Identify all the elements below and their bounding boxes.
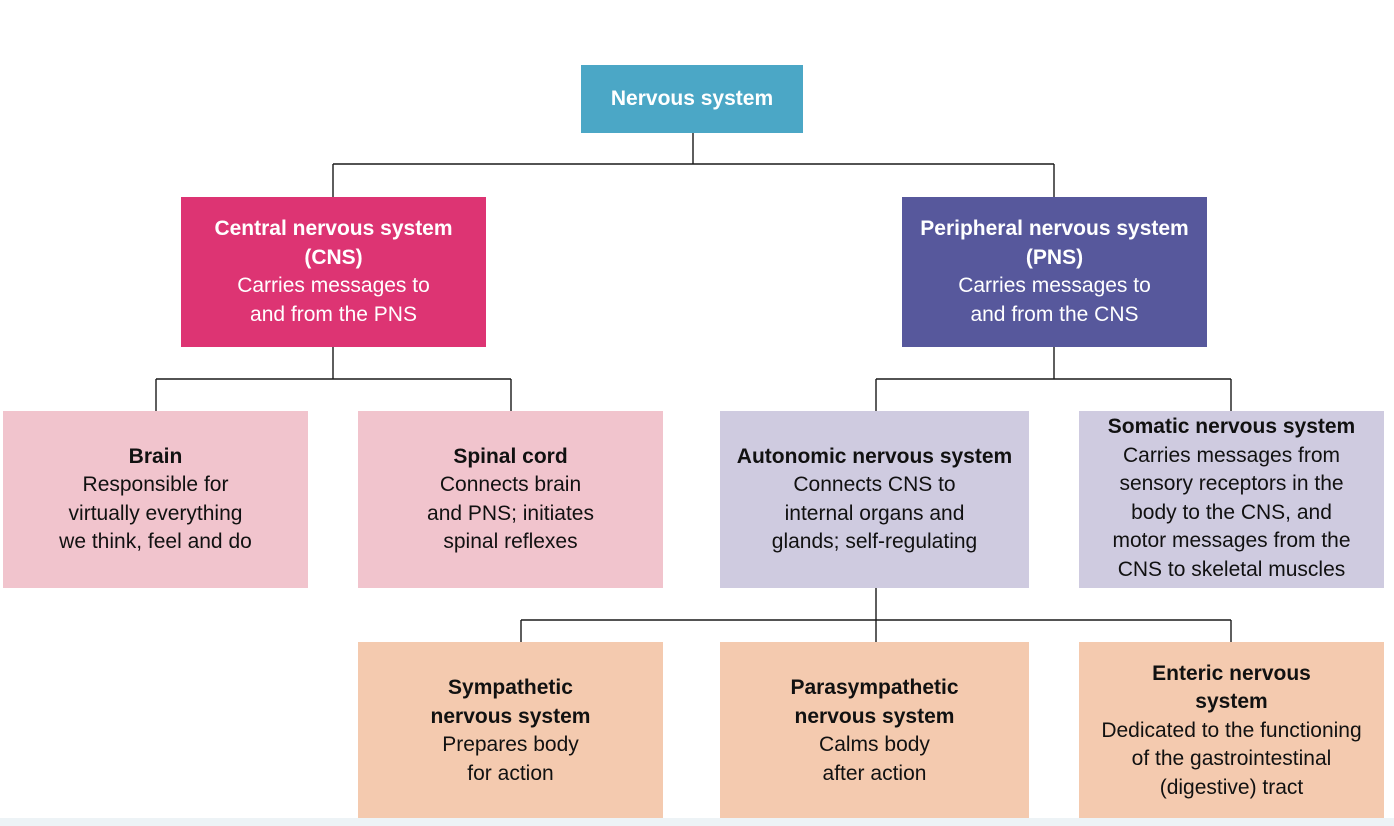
node-peripheral-nervous-system: Peripheral nervous system (PNS) Carries … bbox=[902, 197, 1207, 347]
node-central-nervous-system: Central nervous system (CNS) Carries mes… bbox=[181, 197, 486, 347]
bottom-strip bbox=[0, 818, 1394, 826]
node-title: Somatic nervous system bbox=[1107, 415, 1356, 438]
node-title: Central nervous system (CNS) bbox=[214, 217, 453, 269]
node-title: Peripheral nervous system (PNS) bbox=[920, 217, 1189, 269]
node-somatic-nervous-system: Somatic nervous system Carries messages … bbox=[1079, 411, 1384, 588]
node-description: Carries messages to and from the CNS bbox=[958, 274, 1151, 326]
node-brain: Brain Responsible for virtually everythi… bbox=[3, 411, 308, 588]
node-parasympathetic-nervous-system: Parasympathetic nervous system Calms bod… bbox=[720, 642, 1029, 820]
node-title: Nervous system bbox=[610, 86, 774, 110]
node-description: Dedicated to the functioning of the gast… bbox=[1101, 718, 1362, 799]
node-description: Responsible for virtually everything we … bbox=[59, 473, 252, 553]
node-description: Prepares body for action bbox=[442, 733, 579, 785]
node-nervous-system: Nervous system bbox=[581, 65, 803, 133]
node-title: Enteric nervous system bbox=[1152, 661, 1311, 714]
node-description: Calms body after action bbox=[819, 733, 930, 785]
node-spinal-cord: Spinal cord Connects brain and PNS; init… bbox=[358, 411, 663, 588]
node-title: Parasympathetic nervous system bbox=[790, 676, 959, 728]
node-description: Connects CNS to internal organs and glan… bbox=[771, 473, 978, 553]
node-title: Brain bbox=[128, 444, 183, 468]
node-title: Autonomic nervous system bbox=[736, 444, 1013, 468]
node-title: Spinal cord bbox=[453, 444, 568, 468]
node-sympathetic-nervous-system: Sympathetic nervous system Prepares body… bbox=[358, 642, 663, 820]
node-title: Sympathetic nervous system bbox=[430, 676, 591, 728]
node-description: Carries messages to and from the PNS bbox=[237, 274, 430, 326]
node-description: Carries messages from sensory receptors … bbox=[1112, 443, 1351, 581]
node-enteric-nervous-system: Enteric nervous system Dedicated to the … bbox=[1079, 642, 1384, 820]
node-description: Connects brain and PNS; initiates spinal… bbox=[427, 473, 594, 553]
node-autonomic-nervous-system: Autonomic nervous system Connects CNS to… bbox=[720, 411, 1029, 588]
